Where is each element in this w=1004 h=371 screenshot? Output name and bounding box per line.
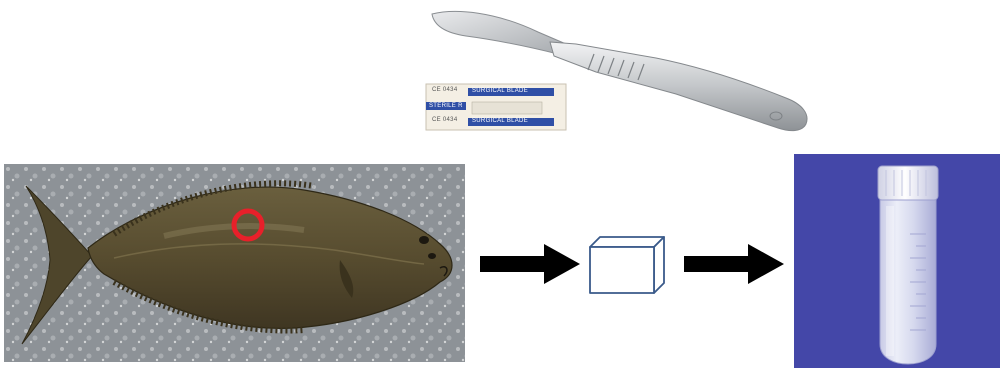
packet-label-2: SURGICAL BLADE <box>472 118 528 124</box>
sterile-label: STERILE R <box>429 103 463 109</box>
sample-vial-photo <box>794 154 1000 368</box>
vial-cap <box>878 166 938 200</box>
packet-label-1: SURGICAL BLADE <box>472 88 528 94</box>
arrow-right-icon <box>480 244 580 284</box>
fish-photo <box>4 164 465 362</box>
ce-mark-2: CE 0434 <box>432 117 457 123</box>
blade-packet-icon: CE 0434 SURGICAL BLADE STERILE R CE 0434… <box>424 80 568 134</box>
tissue-cube-icon <box>586 233 666 295</box>
ce-mark-1: CE 0434 <box>432 87 457 93</box>
arrow-right-icon <box>684 244 784 284</box>
